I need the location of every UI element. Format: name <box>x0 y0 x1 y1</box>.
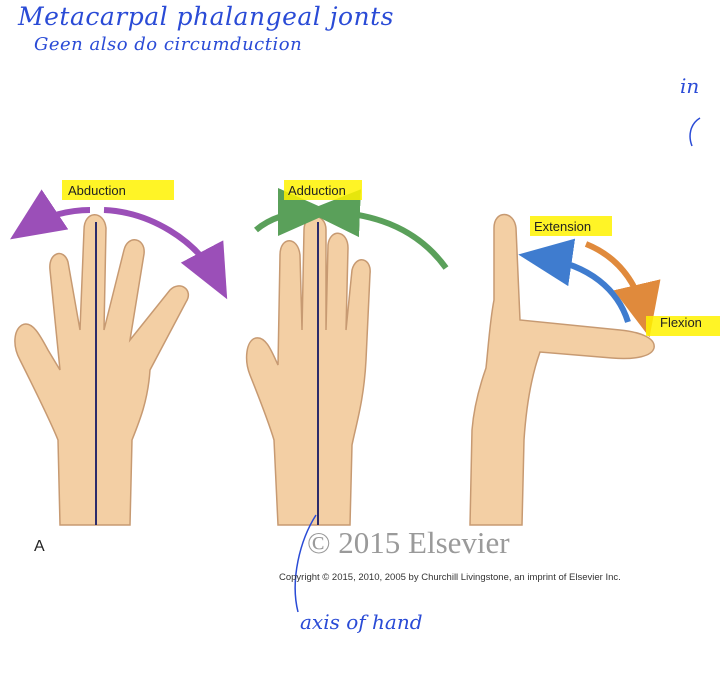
abduction-label: Abduction <box>68 183 126 198</box>
flexion-label: Flexion <box>660 315 702 330</box>
corner-bracket-mark <box>689 117 701 147</box>
flexion-arrow <box>584 241 661 338</box>
adduction-label: Adduction <box>288 183 346 198</box>
copyright-caption: Copyright © 2015, 2010, 2005 by Churchil… <box>279 572 621 583</box>
handwritten-note-title: Metacarpal phalangeal jonts <box>18 2 394 31</box>
highlight-mark <box>62 180 174 200</box>
extension-label: Extension <box>534 219 592 234</box>
adduction-arrow <box>306 189 449 270</box>
panel-letter: A <box>34 538 45 555</box>
highlight-mark <box>284 180 362 200</box>
abduction-arrow <box>10 189 91 240</box>
hand-abduction <box>14 214 190 526</box>
handwritten-note-axis: axis of hand <box>300 610 423 634</box>
handwritten-note-subtitle: Geen also do circumduction <box>34 34 303 55</box>
adduction-arrow <box>254 188 332 237</box>
axis-pointer-line <box>294 514 317 613</box>
handwritten-note-corner: in <box>680 74 700 98</box>
copyright-watermark: © 2015 Elsevier <box>307 525 510 560</box>
hand-adduction <box>245 215 371 526</box>
highlight-mark <box>646 316 720 336</box>
abduction-arrow <box>103 207 228 300</box>
extension-arrow <box>518 238 631 323</box>
highlight-mark <box>530 216 612 236</box>
